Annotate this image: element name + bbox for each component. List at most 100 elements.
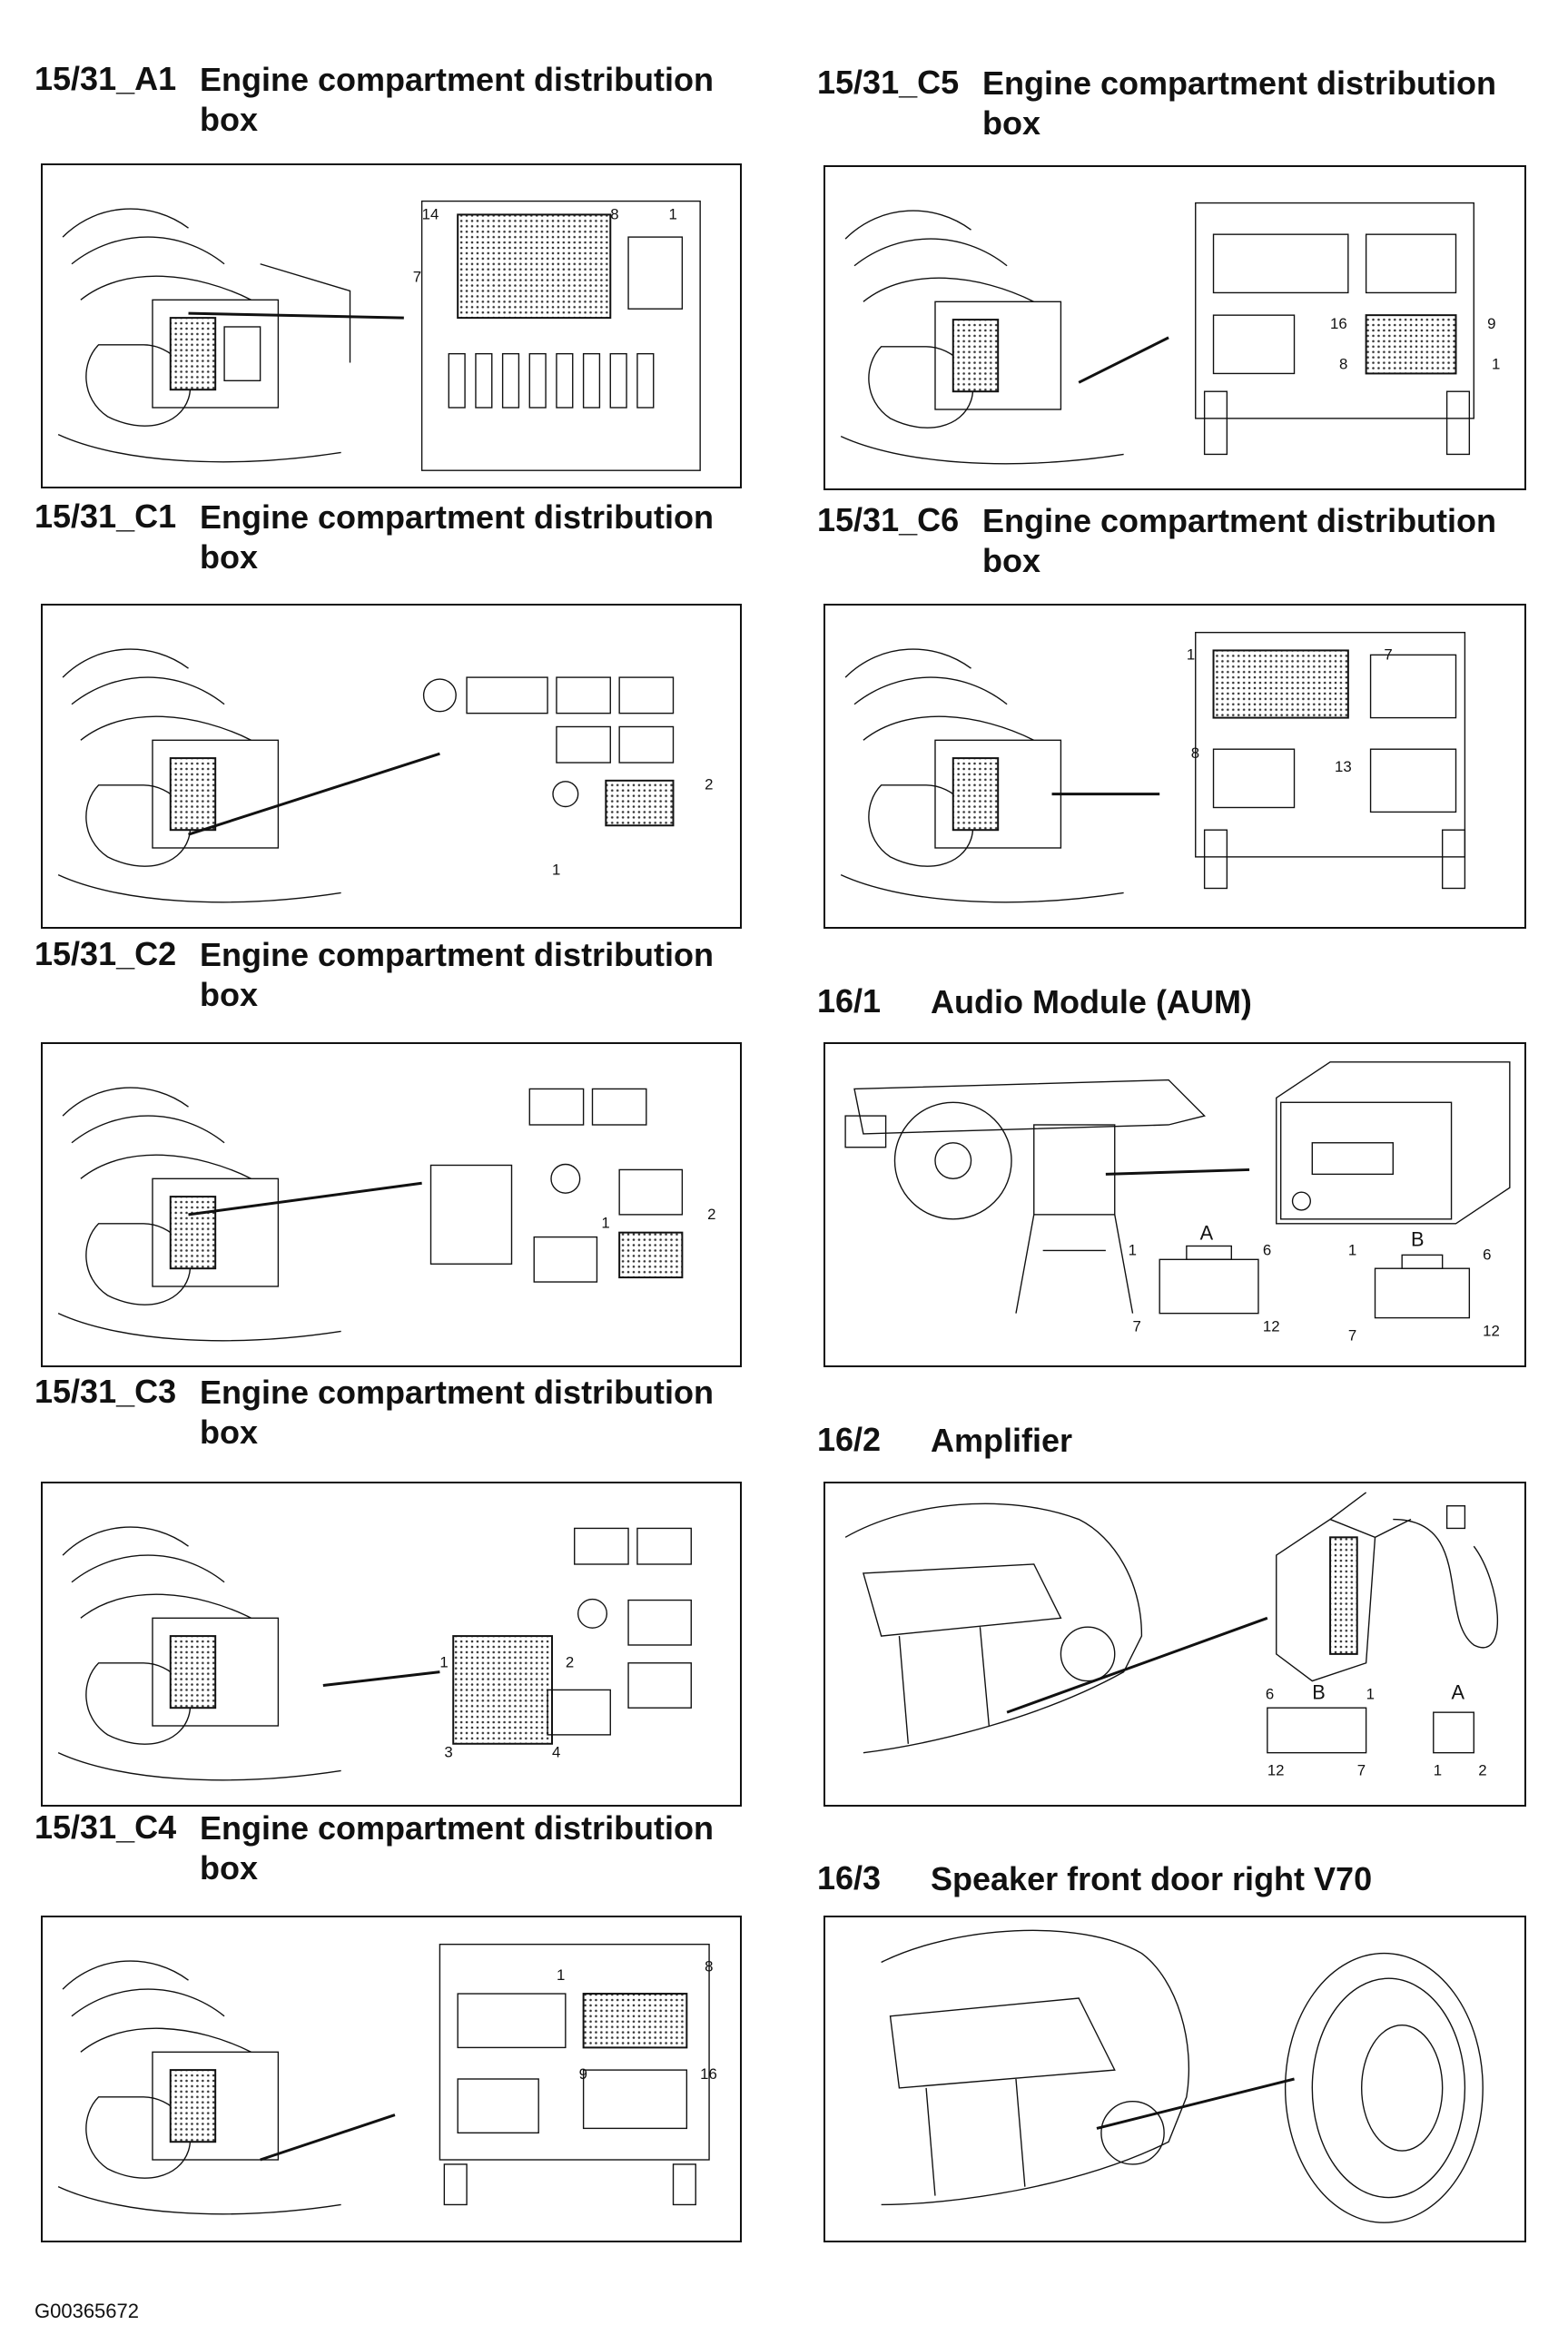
engine-bay-sketch: [57, 208, 351, 463]
diagram-frame-16-2: B A 6 1 12 7 1 2: [823, 1482, 1526, 1807]
pin-label: 7: [1384, 645, 1392, 663]
engine-distribution-box-drawing: 1 2: [57, 1087, 715, 1342]
pin-label: 8: [1191, 744, 1199, 762]
section-code: 15/31_C1: [35, 498, 177, 535]
pin-label: 6: [1263, 1241, 1271, 1258]
diagram-frame-16-3: [823, 1916, 1526, 2242]
pin-label: 2: [705, 776, 713, 793]
connector-a1: [457, 213, 612, 320]
pin-label: 7: [413, 269, 421, 286]
pin-label: 6: [1483, 1246, 1491, 1263]
pin-label: 14: [422, 205, 439, 222]
section-title: Speaker front door right V70: [931, 1860, 1373, 1897]
connector-label: B: [1411, 1227, 1425, 1250]
amplifier-unit: [1276, 1492, 1412, 1682]
engine-bay-sketch: [57, 1960, 341, 2215]
section-title: Engine compartment distribution box: [200, 61, 715, 138]
engine-bay-sketch: [840, 648, 1124, 903]
connector-c3: [452, 1635, 553, 1745]
engine-bay-sketch: [57, 648, 341, 903]
figure-id: G00365672: [35, 2300, 139, 2322]
connector-c6: [1212, 649, 1349, 719]
section-code: 15/31_C3: [35, 1373, 177, 1410]
pin-label: 1: [1366, 1685, 1375, 1702]
car-sketch: [881, 1929, 1189, 2206]
section-code: 15/31_C6: [817, 501, 960, 538]
engine-bay-sketch: [57, 1526, 341, 1781]
pin-label: 1: [1129, 1241, 1137, 1258]
section-title: Engine compartment distribution box: [200, 1809, 715, 1887]
diagram-frame-16-1: A B 1 6 7 12 1 6 7 12: [823, 1042, 1526, 1367]
connector-label: A: [1452, 1680, 1465, 1703]
diagram-frame-c5: 16 9 8 1: [823, 165, 1526, 490]
pin-label: 9: [579, 2065, 587, 2083]
section-code: 16/2: [817, 1421, 882, 1458]
section-code: 15/31_C2: [35, 935, 177, 972]
connector-a-drawing: [1159, 1245, 1259, 1315]
pin-label: 9: [1487, 315, 1495, 332]
connector-b-drawing: [1267, 1707, 1367, 1754]
diagram-frame-a1: 14 8 1 7: [41, 163, 742, 488]
pin-label: 8: [610, 205, 618, 222]
audio-module-drawing: A B 1 6 7 12 1 6 7 12: [844, 1061, 1511, 1344]
connector-c2: [618, 1231, 684, 1279]
connector-c5: [1365, 314, 1457, 375]
section-title: Engine compartment distribution box: [200, 1374, 715, 1451]
pin-label: 1: [1492, 355, 1500, 372]
connector-label: A: [1200, 1222, 1214, 1245]
diagram-frame-c3: 1 2 3 4: [41, 1482, 742, 1807]
pin-label: 13: [1335, 758, 1352, 775]
speaker-unit: [1284, 1952, 1484, 2223]
pin-label: 12: [1263, 1317, 1280, 1335]
pin-label: 16: [700, 2065, 717, 2083]
section-code: 15/31_C4: [35, 1808, 177, 1846]
engine-bay-sketch: [840, 210, 1124, 465]
connector-b-drawing: [1374, 1254, 1471, 1319]
pin-label: 3: [444, 1744, 452, 1761]
pin-label: 1: [601, 1215, 609, 1232]
amplifier-drawing: B A 6 1 12 7 1 2: [844, 1492, 1498, 1778]
diagram-frame-c1: 2 1: [41, 604, 742, 929]
connector-c1: [605, 779, 675, 827]
pin-label: 6: [1266, 1685, 1274, 1702]
pin-label: 8: [1339, 355, 1347, 372]
pin-label: 12: [1483, 1322, 1500, 1339]
connector-c4: [582, 1993, 688, 2049]
engine-distribution-box-drawing: 16 9 8 1: [840, 202, 1500, 465]
car-sketch: [844, 1502, 1143, 1754]
connector-label: B: [1312, 1680, 1326, 1703]
diagram-frame-c4: 1 8 9 16: [41, 1916, 742, 2242]
section-code: 16/1: [817, 982, 882, 1020]
section-code: 15/31_C5: [817, 64, 960, 101]
pin-label: 1: [557, 1966, 565, 1984]
engine-distribution-box-drawing: 14 8 1 7: [57, 200, 701, 471]
dashboard-sketch: [844, 1079, 1206, 1314]
pin-label: 1: [552, 862, 560, 879]
section-code: 15/31_A1: [35, 60, 177, 97]
pin-label: 2: [566, 1654, 574, 1671]
engine-distribution-box-drawing: 1 8 9 16: [57, 1943, 717, 2215]
radio-unit: [1276, 1061, 1511, 1225]
section-title: Engine compartment distribution box: [200, 936, 715, 1013]
section-title: Amplifier: [931, 1422, 1073, 1459]
pin-label: 2: [707, 1206, 715, 1223]
pin-label: 12: [1267, 1761, 1285, 1778]
connector-a-drawing: [1433, 1711, 1474, 1754]
diagram-frame-c6: 1 7 8 13: [823, 604, 1526, 929]
section-title: Engine compartment distribution box: [982, 64, 1497, 142]
diagram-frame-c2: 1 2: [41, 1042, 742, 1367]
pin-label: 4: [552, 1744, 560, 1761]
pin-label: 16: [1330, 315, 1347, 332]
pin-label: 1: [669, 205, 677, 222]
pin-label: 7: [1357, 1761, 1366, 1778]
pin-label: 7: [1133, 1317, 1141, 1335]
section-code: 16/3: [817, 1859, 882, 1897]
pin-label: 1: [439, 1654, 448, 1671]
section-title: Engine compartment distribution box: [982, 502, 1497, 579]
pin-label: 1: [1434, 1761, 1442, 1778]
pin-label: 1: [1348, 1241, 1356, 1258]
speaker-drawing: [881, 1929, 1484, 2223]
section-title: Engine compartment distribution box: [200, 498, 715, 576]
pin-label: 8: [705, 1957, 713, 1975]
pin-label: 2: [1478, 1761, 1486, 1778]
